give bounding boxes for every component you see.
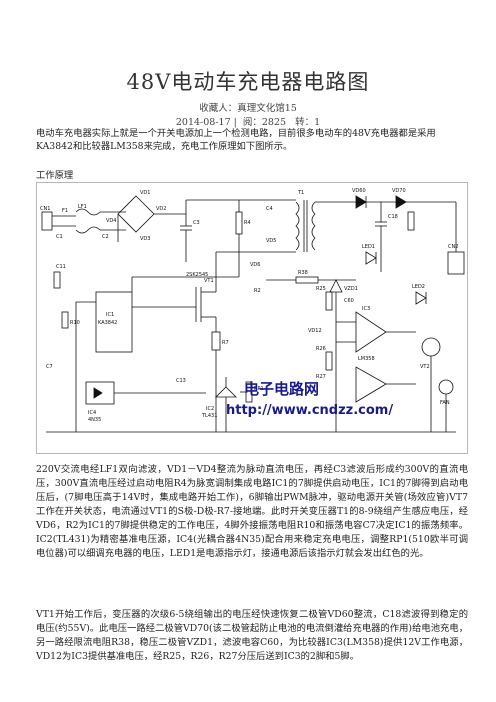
paragraph-1: 220V交流电经LF1双向滤波，VD1－VD4整流为脉动直流电压，再经C3滤波后…	[36, 464, 468, 559]
section-heading: 工作原理	[36, 170, 74, 181]
watermark-url: http://www.cndzz.com/	[226, 403, 393, 418]
label-vd5: VD5	[266, 238, 276, 244]
label-fan: FAN	[440, 400, 450, 406]
label-vd60: VD60	[352, 188, 366, 194]
label-ic4: IC4	[88, 410, 96, 416]
share-count: 转：1	[295, 117, 321, 128]
label-ic3: IC3	[362, 306, 370, 312]
label-f1: F1	[62, 208, 68, 214]
label-vd70: VD70	[392, 188, 406, 194]
label-c4: C4	[266, 206, 273, 212]
intro-paragraph: 电动车充电器实际上就是一个开关电源加上一个检测电路，目前很多电动车的48V充电器…	[36, 128, 436, 152]
label-c11: C11	[56, 264, 66, 270]
label-r4: R4	[244, 220, 251, 226]
read-count: 阅：2825	[242, 117, 287, 128]
label-ic4-part: 4N35	[88, 417, 101, 423]
label-cn1: CN1	[40, 206, 50, 212]
label-ic3-part: LM358	[358, 356, 375, 362]
label-r26: R26	[316, 346, 326, 352]
label-ic2-part: TL431	[201, 413, 217, 419]
label-vd4: VD4	[106, 218, 116, 224]
label-r38: R38	[298, 270, 308, 276]
label-rp1: RP1	[254, 386, 264, 392]
label-vd6: VD6	[250, 262, 260, 268]
circuit-schematic: CN1 LF1 F1 C1 C2 VD1 VD2 VD3 VD4 C3 C4 R…	[36, 182, 468, 454]
label-c3: C3	[193, 220, 200, 226]
label-cn2: CN2	[448, 244, 458, 250]
meta-line: 2014-08-17| 阅：2825 转：1	[175, 117, 321, 128]
label-c1: C1	[56, 234, 63, 240]
watermark-site-name: 电子电路网	[244, 380, 319, 398]
label-vzd1: VZD1	[344, 286, 358, 292]
label-vt1: VT1	[204, 278, 214, 284]
label-ic1-part: KA3842	[98, 320, 117, 326]
label-lf1: LF1	[78, 204, 87, 210]
label-vt2: VT2	[420, 364, 430, 370]
label-c13: C13	[176, 378, 186, 384]
paragraph-2: VT1开始工作后，变压器的次级6-5绕组输出的电压经快速恢复二极管VD60整流，…	[36, 609, 468, 662]
label-vd1: VD1	[140, 190, 150, 196]
label-c60: C60	[344, 298, 354, 304]
label-r27: R27	[316, 374, 326, 380]
label-vd2: VD2	[156, 206, 166, 212]
label-c7: C7	[46, 364, 53, 370]
page-title: 48V电动车充电器电路图	[126, 70, 370, 94]
label-vt1-part: 2SK2545	[186, 272, 208, 278]
label-c18: C18	[388, 214, 398, 220]
label-r2: R2	[254, 288, 261, 294]
label-ic2: IC2	[206, 406, 214, 412]
label-led1: LED1	[362, 244, 375, 250]
label-led2: LED2	[412, 284, 425, 290]
post-date: 2014-08-17	[175, 117, 231, 128]
label-t1: T1	[297, 190, 304, 196]
label-r7: R7	[222, 340, 229, 346]
label-r25: R25	[316, 286, 326, 292]
label-r10: R10	[70, 320, 80, 326]
label-c2: C2	[102, 234, 109, 240]
collected-by: 收藏人：真理文化馆15	[199, 103, 297, 114]
label-vd3: VD3	[140, 236, 150, 242]
label-vd12: VD12	[308, 328, 322, 334]
label-ic1: IC1	[106, 312, 114, 318]
